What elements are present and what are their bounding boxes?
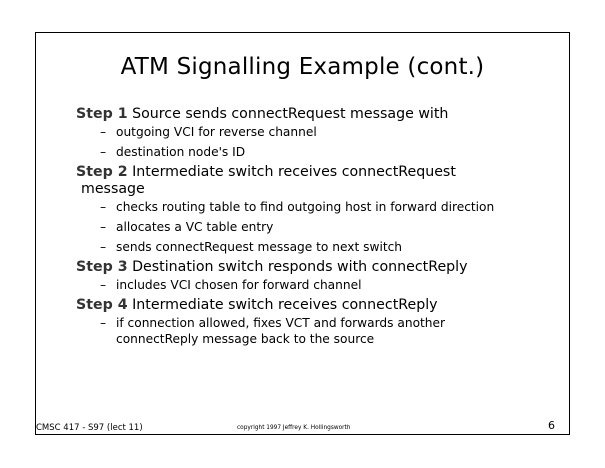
step-4-bullets: –if connection allowed, fixes VCT and fo… xyxy=(76,315,516,347)
step-label: Step 1 xyxy=(76,106,128,122)
step-2-bullets: –checks routing table to find outgoing h… xyxy=(76,199,516,255)
bullet-marker: – xyxy=(100,316,107,330)
step-text: Destination switch responds with connect… xyxy=(127,259,468,275)
bullet-text: checks routing table to find outgoing ho… xyxy=(116,200,495,214)
step-4: Step 4 Intermediate switch receives conn… xyxy=(76,297,516,314)
bullet-marker: – xyxy=(100,278,107,292)
step-3-bullets: –includes VCI chosen for forward channel xyxy=(76,277,516,293)
step-text: Intermediate switch receives connectRequ… xyxy=(127,164,456,180)
step-2: Step 2 Intermediate switch receives conn… xyxy=(76,164,516,181)
list-item: –sends connectRequest message to next sw… xyxy=(100,239,516,255)
slide-content: Step 1 Source sends connectRequest messa… xyxy=(76,106,516,351)
footer-course: CMSC 417 - S97 (lect 11) xyxy=(36,423,143,433)
bullet-marker: – xyxy=(100,125,107,139)
bullet-text: sends connectRequest message to next swi… xyxy=(116,240,403,254)
step-text: Source sends connectRequest message with xyxy=(127,106,449,122)
list-item: –checks routing table to find outgoing h… xyxy=(100,199,516,215)
bullet-marker: – xyxy=(100,220,107,234)
footer-copyright: copyright 1997 Jeffrey K. Hollingsworth xyxy=(237,425,351,431)
list-item: –destination node's ID xyxy=(100,144,516,160)
bullet-marker: – xyxy=(100,145,107,159)
list-item: –includes VCI chosen for forward channel xyxy=(100,277,516,293)
list-item: –allocates a VC table entry xyxy=(100,219,516,235)
step-2-continuation: message xyxy=(81,181,145,197)
slide-frame xyxy=(35,32,570,435)
slide-title: ATM Signalling Example (cont.) xyxy=(120,54,485,80)
step-label: Step 4 xyxy=(76,297,128,313)
list-item: –if connection allowed, fixes VCT and fo… xyxy=(100,315,516,347)
bullet-text: outgoing VCI for reverse channel xyxy=(116,125,317,139)
bullet-text: destination node's ID xyxy=(116,145,246,159)
step-text: Intermediate switch receives connectRepl… xyxy=(127,297,438,313)
bullet-marker: – xyxy=(100,240,107,254)
list-item: –outgoing VCI for reverse channel xyxy=(100,124,516,140)
bullet-marker: – xyxy=(100,200,107,214)
step-3: Step 3 Destination switch responds with … xyxy=(76,259,516,276)
bullet-text: allocates a VC table entry xyxy=(116,220,274,234)
bullet-text: if connection allowed, fixes VCT and for… xyxy=(116,316,446,346)
page-number: 6 xyxy=(548,419,555,432)
step-1-bullets: –outgoing VCI for reverse channel –desti… xyxy=(76,124,516,160)
bullet-text: includes VCI chosen for forward channel xyxy=(116,278,362,292)
step-label: Step 3 xyxy=(76,259,128,275)
step-label: Step 2 xyxy=(76,164,128,180)
step-1: Step 1 Source sends connectRequest messa… xyxy=(76,106,516,123)
